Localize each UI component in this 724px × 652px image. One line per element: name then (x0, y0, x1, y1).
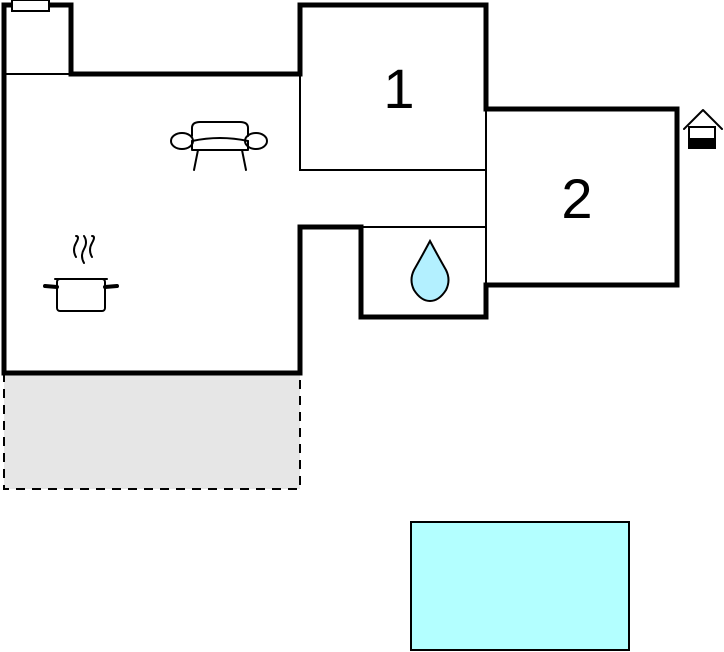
terrace-area (4, 373, 300, 489)
house-entrance-icon (683, 109, 723, 149)
room-label-1: 1 (383, 57, 414, 120)
pool (410, 521, 630, 651)
chimney-icon (11, 0, 50, 12)
terrace-dashed-outline (3, 373, 301, 490)
cooking-pot-icon (43, 235, 119, 312)
bedroom-1-wall (299, 74, 486, 171)
sofa-icon (170, 121, 268, 171)
room-label-2: 2 (561, 167, 592, 230)
water-drop-icon (410, 238, 450, 303)
